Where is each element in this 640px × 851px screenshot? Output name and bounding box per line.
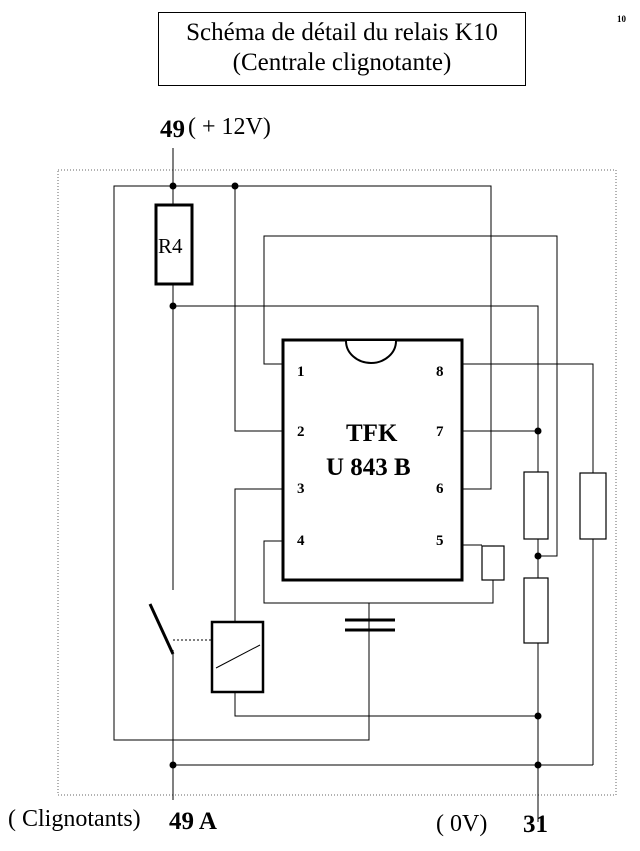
ic-name-line-1: TFK [346, 420, 398, 447]
terminal-49a-label: ( Clignotants) [8, 806, 141, 832]
relay-enclosure [57, 169, 617, 796]
title-line-2: (Centrale clignotante) [232, 49, 452, 76]
resistor-right [579, 472, 607, 540]
title-box: Schéma de détail du relais K10 (Centrale… [158, 12, 526, 86]
ic-body [281, 338, 464, 582]
ic-name-line-2: U 843 B [326, 454, 411, 481]
relay-switch-blade [148, 603, 175, 655]
junction-coil-return [534, 712, 542, 720]
wire-pin8 [462, 363, 594, 473]
ic-pin-5: 5 [436, 533, 444, 549]
resistor-chain-upper [523, 471, 549, 540]
junction-bottom-left [169, 761, 177, 769]
page-number: 10 [617, 14, 626, 24]
relay-coil-stroke [215, 644, 261, 669]
terminal-31-number: 31 [523, 811, 548, 838]
wire-coil-bottom [234, 692, 538, 717]
wire-left-loop [113, 185, 370, 741]
ic-pin-3: 3 [297, 481, 305, 497]
junction-top-pin2 [231, 182, 239, 190]
ic-pin-1: 1 [297, 364, 305, 380]
wire-pin2 [234, 186, 283, 432]
title-line-1: Schéma de détail du relais K10 [186, 19, 498, 46]
ic-notch [345, 340, 397, 364]
junction-bottom-right [534, 761, 542, 769]
ic-pin-7: 7 [436, 424, 444, 440]
junction-chain-mid [534, 552, 542, 560]
wire-r4-node [173, 305, 539, 472]
terminal-49-number: 49 [160, 116, 185, 143]
terminal-49-label: ( + 12V) [188, 114, 271, 140]
wire-pin3 [234, 488, 283, 622]
junction-top-main [169, 182, 177, 190]
wire-pin1 [263, 235, 558, 557]
junction-r4-node [169, 302, 177, 310]
resistor-r4-label: R4 [158, 234, 183, 258]
junction-pin7 [534, 427, 542, 435]
wire-pin5-return [263, 540, 494, 604]
resistor-r4 [154, 203, 194, 286]
ic-pin-6: 6 [436, 481, 444, 497]
terminal-49a-number: 49 A [169, 808, 217, 835]
terminal-31-label: ( 0V) [436, 811, 488, 837]
wires [113, 148, 594, 822]
wire-top-bus [173, 185, 492, 490]
ic-pin-4: 4 [297, 533, 305, 549]
resistor-chain-lower [523, 577, 549, 644]
ic-pin-2: 2 [297, 424, 305, 440]
component-pin5 [481, 545, 505, 581]
junctions [169, 182, 542, 769]
ic-pin-8: 8 [436, 364, 444, 380]
